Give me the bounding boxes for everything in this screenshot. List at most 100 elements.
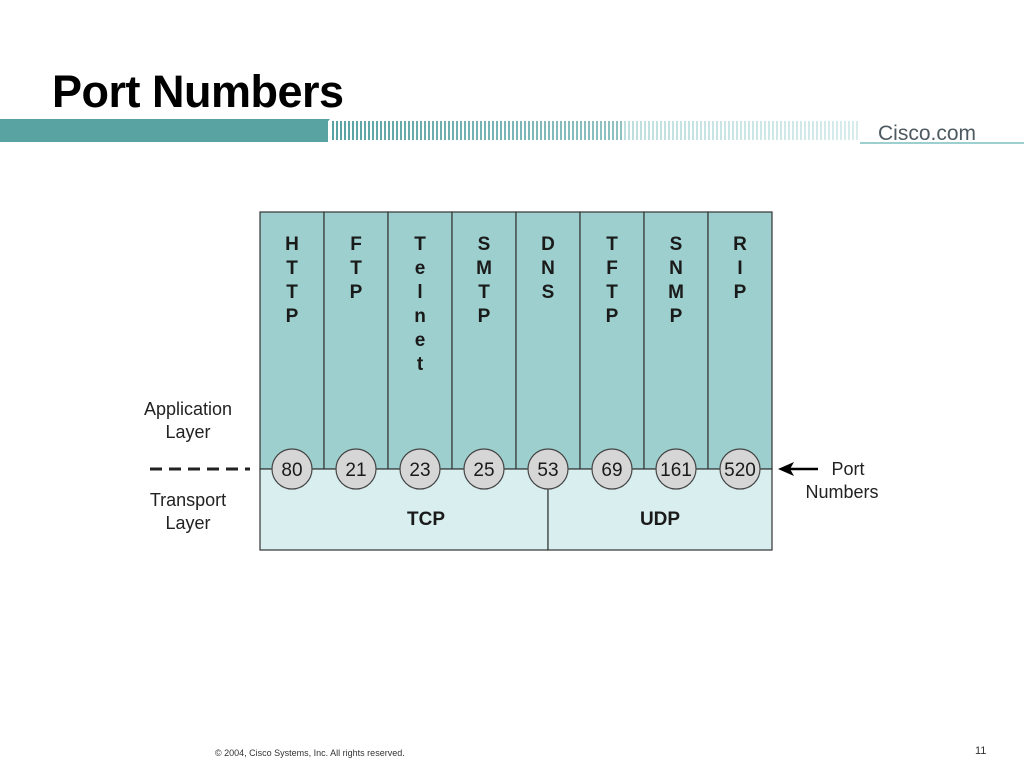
protocol-column-tftp bbox=[579, 211, 645, 470]
header-stripe bbox=[572, 121, 574, 140]
protocol-letter: T bbox=[286, 282, 298, 303]
header-stripe bbox=[368, 121, 370, 140]
header-stripe bbox=[436, 121, 438, 140]
protocol-letter: I bbox=[737, 258, 742, 279]
port-circle-http bbox=[271, 448, 313, 490]
header-teal-band bbox=[0, 119, 328, 142]
header-stripe bbox=[744, 121, 746, 140]
header-stripe bbox=[444, 121, 446, 140]
header-stripe bbox=[632, 121, 634, 140]
header-stripe bbox=[812, 121, 814, 140]
header-stripe bbox=[376, 121, 378, 140]
header-stripe bbox=[620, 121, 622, 140]
header-stripe bbox=[804, 121, 806, 140]
protocol-letter: H bbox=[285, 234, 299, 255]
header-stripe bbox=[640, 121, 642, 140]
header-stripe bbox=[448, 121, 450, 140]
header-stripe bbox=[716, 121, 718, 140]
header-stripe bbox=[596, 121, 598, 140]
protocol-column-snmp bbox=[643, 211, 709, 470]
header-stripe bbox=[364, 121, 366, 140]
header-stripe bbox=[692, 121, 694, 140]
header-stripe bbox=[792, 121, 794, 140]
protocol-letter: N bbox=[541, 258, 555, 279]
header-stripe bbox=[808, 121, 810, 140]
header-stripe bbox=[552, 121, 554, 140]
protocol-column-rip bbox=[707, 211, 773, 470]
protocol-column-ftp bbox=[323, 211, 389, 470]
header-stripe bbox=[408, 121, 410, 140]
header-stripe bbox=[548, 121, 550, 140]
header-stripe bbox=[412, 121, 414, 140]
protocol-letter: e bbox=[415, 330, 426, 351]
header-stripe bbox=[396, 121, 398, 140]
transport-layer-label-line1: Transport bbox=[149, 490, 227, 510]
header-stripe bbox=[784, 121, 786, 140]
header-stripe bbox=[332, 121, 334, 140]
header-stripe bbox=[516, 121, 518, 140]
header-stripe bbox=[748, 121, 750, 140]
header-stripe bbox=[544, 121, 546, 140]
port-numbers-label: Port Numbers bbox=[792, 458, 892, 504]
protocol-letter: F bbox=[606, 258, 618, 279]
protocol-letter: T bbox=[606, 282, 618, 303]
port-number-ftp: 21 bbox=[345, 460, 366, 481]
header-stripe bbox=[720, 121, 722, 140]
transport-layer-label-line2: Layer bbox=[165, 513, 211, 533]
transport-label-tcp: TCP bbox=[407, 509, 445, 530]
header-stripe bbox=[636, 121, 638, 140]
port-number-http: 80 bbox=[281, 460, 302, 481]
port-arrow-icon bbox=[778, 462, 818, 476]
header-stripe bbox=[420, 121, 422, 140]
header-stripe bbox=[844, 121, 846, 140]
application-layer-label-line2: Layer bbox=[165, 422, 211, 442]
header-stripe bbox=[568, 121, 570, 140]
slide-title: Port Numbers bbox=[52, 66, 344, 117]
header-stripe bbox=[532, 121, 534, 140]
header-stripes bbox=[332, 121, 858, 140]
application-layer-label-line1: Application bbox=[143, 399, 233, 419]
header-stripe bbox=[736, 121, 738, 140]
header-teal-taper bbox=[290, 119, 330, 142]
header-stripe bbox=[684, 121, 686, 140]
protocol-letter: T bbox=[606, 234, 618, 255]
header-stripe bbox=[392, 121, 394, 140]
protocol-letter: T bbox=[286, 258, 298, 279]
header-stripe bbox=[664, 121, 666, 140]
header-stripe bbox=[604, 121, 606, 140]
protocol-letter: S bbox=[542, 282, 555, 303]
copyright-footer: © 2004, Cisco Systems, Inc. All rights r… bbox=[215, 748, 405, 758]
header-stripe bbox=[848, 121, 850, 140]
transport-label-udp: UDP bbox=[640, 509, 680, 530]
header-stripe bbox=[584, 121, 586, 140]
protocol-letter: t bbox=[417, 354, 424, 375]
header-stripe bbox=[656, 121, 658, 140]
protocol-column-dns bbox=[515, 211, 581, 470]
protocol-letter: e bbox=[415, 258, 426, 279]
header-stripe bbox=[580, 121, 582, 140]
header-stripe bbox=[380, 121, 382, 140]
header-stripe bbox=[816, 121, 818, 140]
port-circle-telnet bbox=[399, 448, 441, 490]
port-number-telnet: 23 bbox=[409, 460, 430, 481]
protocol-letter: T bbox=[414, 234, 426, 255]
header-stripe bbox=[432, 121, 434, 140]
header-stripe bbox=[496, 121, 498, 140]
protocol-letter: P bbox=[606, 306, 619, 327]
header-stripe bbox=[428, 121, 430, 140]
cisco-logo-text: Cisco.com bbox=[878, 122, 977, 145]
header-stripe bbox=[576, 121, 578, 140]
header-stripe bbox=[336, 121, 338, 140]
header-stripe bbox=[456, 121, 458, 140]
header-stripe bbox=[400, 121, 402, 140]
header-stripe bbox=[508, 121, 510, 140]
header-stripe bbox=[452, 121, 454, 140]
header-stripe bbox=[796, 121, 798, 140]
header-stripe bbox=[728, 121, 730, 140]
port-circle-rip bbox=[719, 448, 761, 490]
header-stripe bbox=[500, 121, 502, 140]
header-stripe bbox=[732, 121, 734, 140]
header-stripe bbox=[388, 121, 390, 140]
transport-layer-label: Transport Layer bbox=[128, 489, 248, 535]
